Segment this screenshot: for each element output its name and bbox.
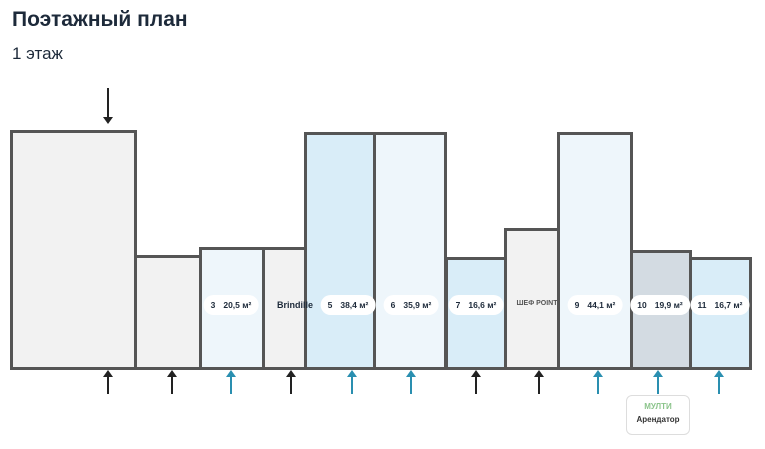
unit-number: 7 xyxy=(455,300,461,310)
unit-label-11[interactable]: 11 16,7 м² xyxy=(690,295,750,315)
entrance-arrow-icon xyxy=(347,370,357,394)
entrance-arrow-icon xyxy=(406,370,416,394)
unit-number: 5 xyxy=(327,300,333,310)
unit-label-3[interactable]: 3 20,5 м² xyxy=(203,295,259,315)
floor-label: 1 этаж xyxy=(12,44,63,63)
unit-area: 19,9 м² xyxy=(654,300,683,310)
unit-label-9[interactable]: 9 44,1 м² xyxy=(567,295,623,315)
unit-label-10[interactable]: 10 19,9 м² xyxy=(630,295,690,315)
unit-label-5[interactable]: 5 38,4 м² xyxy=(320,295,376,315)
watermark-logo: МУЛТИ Арендатор xyxy=(626,395,690,435)
unit-2[interactable] xyxy=(134,255,202,370)
entrance-arrow-icon xyxy=(593,370,603,394)
unit-area: 35,9 м² xyxy=(403,300,432,310)
entrance-arrow-icon xyxy=(471,370,481,394)
unit-1[interactable] xyxy=(10,130,137,370)
entrance-arrow-icon xyxy=(286,370,296,394)
watermark-line2: Арендатор xyxy=(636,415,680,424)
unit-number: 3 xyxy=(210,300,216,310)
entrance-arrow-icon xyxy=(167,370,177,394)
entrance-arrow-icon xyxy=(103,370,113,394)
unit-area: 20,5 м² xyxy=(223,300,252,310)
unit-6[interactable] xyxy=(373,132,447,370)
brand-shef-point: ШЕФ POINT xyxy=(516,300,558,307)
brand-brindille: Brindille xyxy=(276,300,314,310)
unit-number: 6 xyxy=(390,300,396,310)
unit-number: 11 xyxy=(697,300,707,310)
entrance-arrow-icon xyxy=(653,370,663,394)
entrance-arrow-icon xyxy=(107,88,109,122)
unit-area: 16,6 м² xyxy=(468,300,497,310)
unit-area: 38,4 м² xyxy=(340,300,369,310)
unit-label-7[interactable]: 7 16,6 м² xyxy=(448,295,504,315)
unit-number: 9 xyxy=(574,300,580,310)
unit-label-6[interactable]: 6 35,9 м² xyxy=(383,295,439,315)
unit-area: 16,7 м² xyxy=(714,300,743,310)
unit-area: 44,1 м² xyxy=(587,300,616,310)
entrance-arrow-icon xyxy=(534,370,544,394)
page-title: Поэтажный план xyxy=(12,8,188,31)
watermark-line1: МУЛТИ xyxy=(644,402,672,411)
entrance-arrow-icon xyxy=(714,370,724,394)
entrance-arrow-icon xyxy=(226,370,236,394)
unit-number: 10 xyxy=(637,300,647,310)
unit-9[interactable] xyxy=(557,132,633,370)
